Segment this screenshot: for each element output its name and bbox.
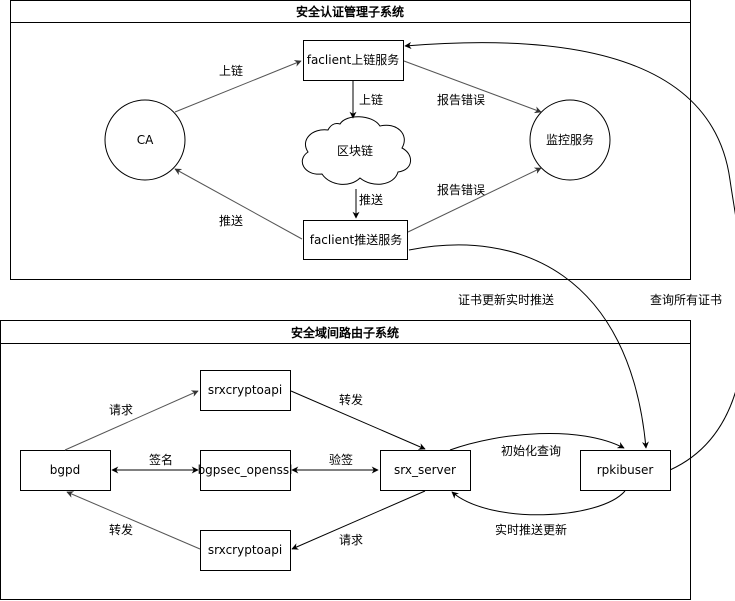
bgpd-node: bgpd [20, 450, 111, 491]
bgpd-label: bgpd [50, 463, 80, 477]
faclient-push-label: faclient推送服务 [310, 232, 403, 247]
edge-label-crypto-to-bgpd: 转发 [109, 522, 133, 537]
rpkibuser-node: rpkibuser [580, 450, 671, 491]
srx-server-label: srx_server [394, 463, 456, 477]
monitor-label: 监控服务 [546, 132, 594, 147]
edge-chain-to-push: 推送 [352, 189, 383, 219]
top-subsystem-title: 安全认证管理子系统 [296, 4, 404, 19]
srxcryptoapi-bottom-label: srxcryptoapi [208, 543, 282, 557]
blockchain-label: 区块链 [337, 143, 373, 158]
edge-crypto-to-bgpd: 转发 [66, 491, 201, 550]
edge-push-to-rpkibuser: 证书更新实时推送 [408, 244, 649, 449]
edge-label-srx-req: 请求 [339, 533, 363, 547]
edge-sign: 签名 [111, 452, 199, 474]
edge-crypto-forward: 转发 [290, 390, 426, 450]
edge-up-report: 报告错误 [403, 60, 542, 114]
edge-label-verify: 验签 [329, 452, 353, 467]
edge-realtime-push: 实时推送更新 [451, 490, 626, 537]
edge-label-push-report: 报告错误 [437, 182, 485, 197]
edge-label-sign: 签名 [149, 452, 173, 467]
srxcryptoapi-bottom-node: srxcryptoapi [200, 530, 291, 571]
edge-bgpd-request: 请求 [64, 390, 199, 451]
edge-label-crypto-fwd: 转发 [339, 392, 363, 407]
ca-label: CA [137, 133, 154, 147]
edge-verify: 验签 [291, 452, 379, 474]
edge-label-bgpd-req: 请求 [109, 403, 133, 417]
edge-label-up-report: 报告错误 [437, 92, 485, 107]
edge-label-ca-to-up: 上链 [219, 63, 243, 78]
edge-init-query: 初始化查询 [449, 432, 625, 458]
edge-up-to-chain: 上链 [349, 81, 383, 119]
ca-node: CA [104, 99, 186, 181]
rpkibuser-label: rpkibuser [597, 463, 654, 477]
srx-server-node: srx_server [380, 450, 471, 491]
edge-label-rpki-query: 查询所有证书 [650, 293, 722, 307]
srxcryptoapi-top-node: srxcryptoapi [200, 370, 291, 411]
edge-label-init-query: 初始化查询 [501, 444, 561, 458]
faclient-push-node: faclient推送服务 [303, 220, 408, 260]
edge-label-push-to-rpki: 证书更新实时推送 [458, 292, 554, 307]
faclient-up-label: faclient上链服务 [307, 52, 400, 67]
srxcryptoapi-top-label: srxcryptoapi [208, 383, 282, 397]
edge-rpki-query: 查询所有证书 [404, 41, 735, 471]
edge-push-to-ca: 推送 [174, 168, 303, 240]
edge-label-push-to-ca: 推送 [219, 213, 243, 228]
edge-ca-to-up: 上链 [174, 60, 302, 113]
edge-label-chain-to-push: 推送 [359, 192, 383, 207]
monitor-node: 监控服务 [529, 99, 611, 181]
blockchain-cloud-node: 区块链 [301, 116, 411, 185]
edge-label-rt-push: 实时推送更新 [495, 522, 567, 537]
edge-push-report: 报告错误 [407, 167, 542, 233]
bottom-subsystem-title: 安全域间路由子系统 [291, 325, 399, 340]
bottom-subsystem-container: 安全域间路由子系统 [0, 320, 691, 600]
edge-srx-request: 请求 [291, 490, 426, 550]
faclient-up-node: faclient上链服务 [303, 40, 404, 81]
edge-label-up-to-chain: 上链 [359, 92, 383, 107]
bgpsec-openssl-node: bgpsec_openssl [198, 450, 293, 491]
bgpsec-openssl-label: bgpsec_openssl [198, 463, 293, 477]
